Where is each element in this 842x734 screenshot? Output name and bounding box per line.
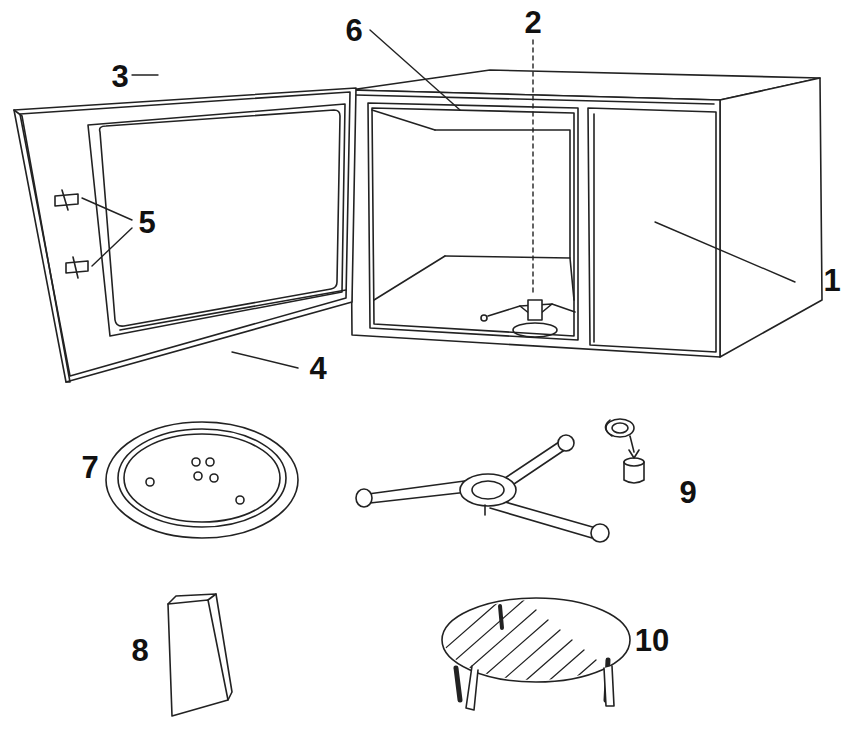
door-latch (55, 190, 88, 278)
drive-coupler (605, 419, 644, 483)
turntable-plate (106, 422, 298, 538)
callout-number: 10 (635, 625, 669, 656)
control-panel-edge (593, 114, 595, 342)
oven-cavity (368, 103, 578, 340)
user-manual (168, 594, 232, 716)
oven-door (14, 88, 356, 382)
roller-ring (356, 435, 609, 542)
leader-line (82, 30, 795, 368)
turntable-coupler (481, 300, 575, 337)
callout-number: 5 (138, 207, 155, 238)
callout-number: 6 (345, 15, 362, 46)
callout-number: 9 (679, 477, 696, 508)
control-panel (588, 108, 716, 352)
grill-rack (396, 560, 632, 734)
callout-number: 7 (81, 452, 98, 483)
oven-body (350, 70, 822, 357)
callout-number: 1 (823, 265, 840, 296)
callout-number: 2 (524, 7, 541, 38)
callout-number: 3 (111, 61, 128, 92)
callout-number: 8 (131, 635, 148, 666)
callout-number: 4 (309, 353, 326, 384)
